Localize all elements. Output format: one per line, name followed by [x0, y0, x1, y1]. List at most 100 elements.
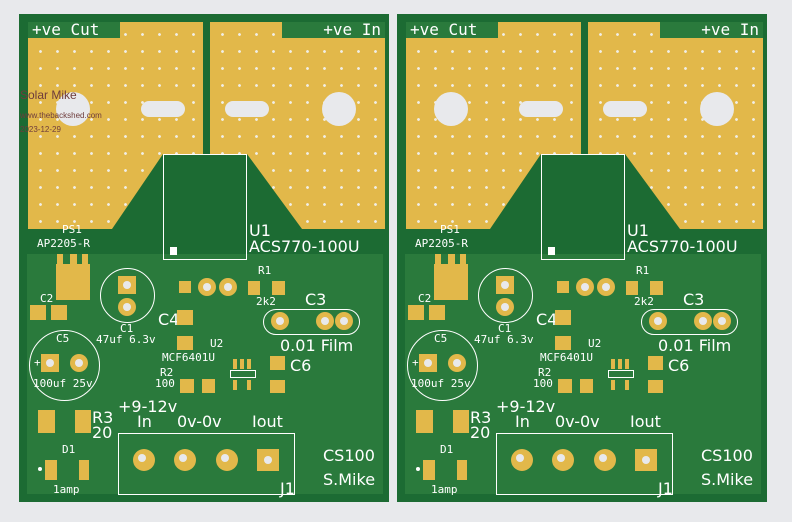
- r1-ref: R1: [636, 264, 650, 277]
- mounting-hole: [322, 92, 356, 126]
- mounting-hole: [56, 92, 90, 126]
- c5-pad: [448, 354, 466, 372]
- c4-pad: [555, 310, 571, 325]
- j1-iout-label: Iout: [252, 412, 283, 431]
- c5-plus: +: [412, 356, 419, 369]
- r3-value: 20: [92, 423, 113, 442]
- j1-iout-label: Iout: [630, 412, 661, 431]
- label-ve-in: +ve In: [282, 22, 385, 38]
- ps1-tab: [56, 264, 90, 300]
- j1-pin: [133, 449, 155, 471]
- r3-pad: [453, 410, 469, 433]
- u2-pad: [247, 380, 251, 390]
- mounting-hole: [700, 92, 734, 126]
- label-ve-out: +ve Cut: [406, 22, 498, 38]
- j1-pin: [216, 449, 238, 471]
- slot-hole: [603, 101, 647, 117]
- c2-ref: C2: [40, 292, 54, 305]
- ps1-pad: [460, 254, 466, 266]
- c3-outline: [641, 309, 738, 335]
- c6-ref: C6: [290, 356, 312, 375]
- j1-in-label: In: [515, 412, 530, 431]
- c2-pad: [429, 305, 445, 320]
- slot-hole: [519, 101, 563, 117]
- j1-ref: J1: [658, 479, 673, 498]
- c1-ref: C1: [498, 322, 512, 335]
- c4-pad: [177, 310, 193, 325]
- r2-value: 100: [533, 377, 553, 390]
- r1-pad: [272, 281, 285, 295]
- c3-pad: [316, 312, 334, 330]
- c1-outline: [100, 268, 155, 323]
- c3-ref: C3: [305, 290, 327, 309]
- j1-in-label: In: [137, 412, 152, 431]
- u2-pin: [576, 278, 594, 296]
- r1-pad: [248, 281, 260, 295]
- c5-value: 100uf 25v: [411, 377, 471, 390]
- u1-pin1-marker: [170, 247, 177, 255]
- u2-pin: [219, 278, 237, 296]
- u1-outline: [541, 154, 625, 260]
- j1-pin: [594, 449, 616, 471]
- u2-pad: [625, 359, 629, 369]
- c3-value: 0.01 Film: [658, 336, 732, 355]
- u1-part: ACS770-100U: [627, 237, 738, 256]
- d1-ref: D1: [440, 443, 454, 456]
- c3-pad: [335, 312, 353, 330]
- ps1-tab: [434, 264, 468, 300]
- u2-pad: [611, 380, 615, 390]
- c6-ref: C6: [668, 356, 690, 375]
- j1-0v-label: 0v-0v: [177, 412, 222, 431]
- d1-polarity-dot: [38, 467, 42, 471]
- c2-pad: [408, 305, 424, 320]
- d1-ref: D1: [62, 443, 76, 456]
- c4-ref: C4: [536, 310, 558, 329]
- j1-pin: [174, 449, 196, 471]
- c5-pad: [70, 354, 88, 372]
- d1-value: 1amp: [53, 483, 80, 496]
- u2-pad: [247, 359, 251, 369]
- watermark-name: Solar Mike: [20, 88, 77, 102]
- board-title: CS100: [701, 446, 753, 465]
- c1-outline: [478, 268, 533, 323]
- u1-ref: U1: [627, 221, 649, 240]
- r3-ref: R3: [92, 408, 114, 427]
- supply-label: +9-12v: [496, 397, 556, 416]
- r2-ref: R2: [538, 366, 552, 379]
- c2-ref: C2: [418, 292, 432, 305]
- u2-outline: [230, 370, 256, 378]
- r3-pad: [416, 410, 433, 433]
- j1-pin: [511, 449, 533, 471]
- r1-pad: [650, 281, 663, 295]
- r2-value: 100: [155, 377, 175, 390]
- ps1-part: AP2205-R: [37, 237, 90, 250]
- ps1-pad: [70, 254, 77, 266]
- supply-label: +9-12v: [118, 397, 178, 416]
- c1-ref: C1: [120, 322, 134, 335]
- u2-pad: [240, 359, 244, 369]
- c5-outline: [407, 330, 478, 401]
- u2-pad: [233, 380, 237, 390]
- c1-pad: [496, 276, 514, 294]
- ps1-pad: [57, 254, 63, 266]
- ps1-pad: [82, 254, 88, 266]
- c1-value: 47uf 6.3v: [474, 333, 534, 346]
- u2-part: MCF6401U: [540, 351, 593, 364]
- r3-ref: R3: [470, 408, 492, 427]
- c5-value: 100uf 25v: [33, 377, 93, 390]
- c5-pad: [419, 354, 437, 372]
- board-title: CS100: [323, 446, 375, 465]
- c3-pad: [271, 312, 289, 330]
- r2-ref: R2: [160, 366, 174, 379]
- u2-pad: [611, 359, 615, 369]
- c3-value: 0.01 Film: [280, 336, 354, 355]
- c3-pad: [713, 312, 731, 330]
- u2-pad: [618, 359, 622, 369]
- board-author: S.Mike: [701, 470, 754, 489]
- j1-outline: [496, 433, 673, 495]
- c6-pad: [270, 380, 285, 393]
- ps1-pad: [435, 254, 441, 266]
- c3-pad: [649, 312, 667, 330]
